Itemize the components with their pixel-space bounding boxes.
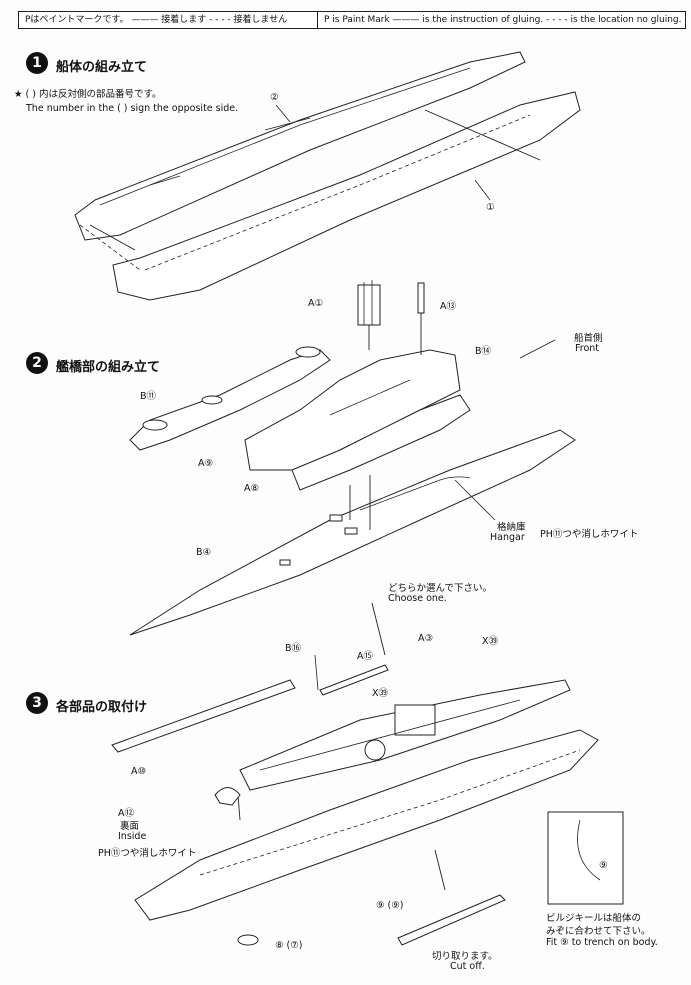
step-1-note-jp: ★ ( ) 内は反対側の部品番号です。: [14, 89, 162, 100]
main-hull: [134, 729, 599, 921]
cut-off-jp: 切り取ります。: [432, 951, 498, 962]
label-x39-left: X㊴: [372, 688, 389, 699]
hull-half-1: [79, 91, 581, 301]
label-a10: A⑩: [131, 766, 147, 777]
step-1-note-en: The number in the ( ) sign the opposite …: [26, 103, 239, 114]
label-8-pair: ⑧ (⑦): [275, 940, 303, 951]
label-a13: A⑬: [440, 301, 456, 312]
choose-one-jp: どちらか選んで下さい。: [388, 583, 493, 594]
part-a10: [111, 679, 296, 753]
label-a12: A⑫: [118, 808, 134, 819]
label-b16: B⑯: [285, 643, 302, 654]
tower-parts: [357, 280, 425, 355]
legend-english: P is Paint Mark ——— is the instruction o…: [317, 11, 686, 29]
label-part-2: ②: [270, 92, 279, 103]
bilge-note-jp-1: ビルジキールは船体の: [546, 913, 642, 924]
cut-off-en: Cut off.: [450, 961, 485, 972]
part-a12: [214, 787, 241, 806]
label-part-1: ①: [486, 202, 495, 213]
hangar-label-jp: 格納庫: [497, 522, 526, 533]
label-a8: A⑧: [244, 483, 260, 494]
step-2-number: 2: [26, 352, 48, 374]
upper-deck: [239, 679, 571, 791]
bilge-note-jp-2: みぞに合わせて下さい。: [546, 926, 651, 937]
step-3-number: 3: [26, 692, 48, 714]
label-a3: A③: [418, 633, 434, 644]
inside-label-jp: 裏面: [120, 821, 140, 832]
inside-label-en: Inside: [118, 831, 147, 842]
label-a1: A①: [308, 298, 324, 309]
hangar-label-en: Hangar: [490, 532, 525, 543]
step-3-title: 各部品の取付け: [56, 700, 148, 715]
step-1-title: 船体の組み立て: [56, 60, 148, 75]
part-a15: [319, 664, 389, 696]
bilge-keel-inset: [547, 811, 624, 905]
step-2-paint-note: PH⑪つや消しホワイト: [540, 529, 639, 540]
step-3-paint-note: PH⑪つや消しホワイト: [98, 848, 197, 859]
label-9-inset: ⑨: [599, 860, 608, 871]
part-b11: [129, 346, 331, 451]
bilge-note-en: Fit ⑨ to trench on body.: [546, 937, 658, 948]
choose-one-en: Choose one.: [388, 593, 447, 604]
front-label-en: Front: [575, 343, 600, 354]
part-8: [237, 934, 259, 946]
label-b4: B④: [196, 547, 212, 558]
front-label-jp: 船首側: [574, 333, 603, 344]
label-a9: A⑨: [198, 458, 214, 469]
main-deck-b4: [129, 429, 576, 636]
label-b11: B⑪: [140, 391, 157, 402]
part-a8: [291, 394, 471, 491]
label-x39-right: X㊴: [482, 636, 499, 647]
step-1-number: 1: [26, 52, 48, 74]
bilge-keel-part: [397, 894, 506, 946]
label-b14: B⑭: [475, 346, 492, 357]
hull-half-2: [74, 51, 526, 241]
label-a15: A⑮: [357, 651, 373, 662]
label-9-pair: ⑨ (⑨): [376, 900, 404, 911]
step-2-title: 艦橋部の組み立て: [56, 360, 161, 375]
